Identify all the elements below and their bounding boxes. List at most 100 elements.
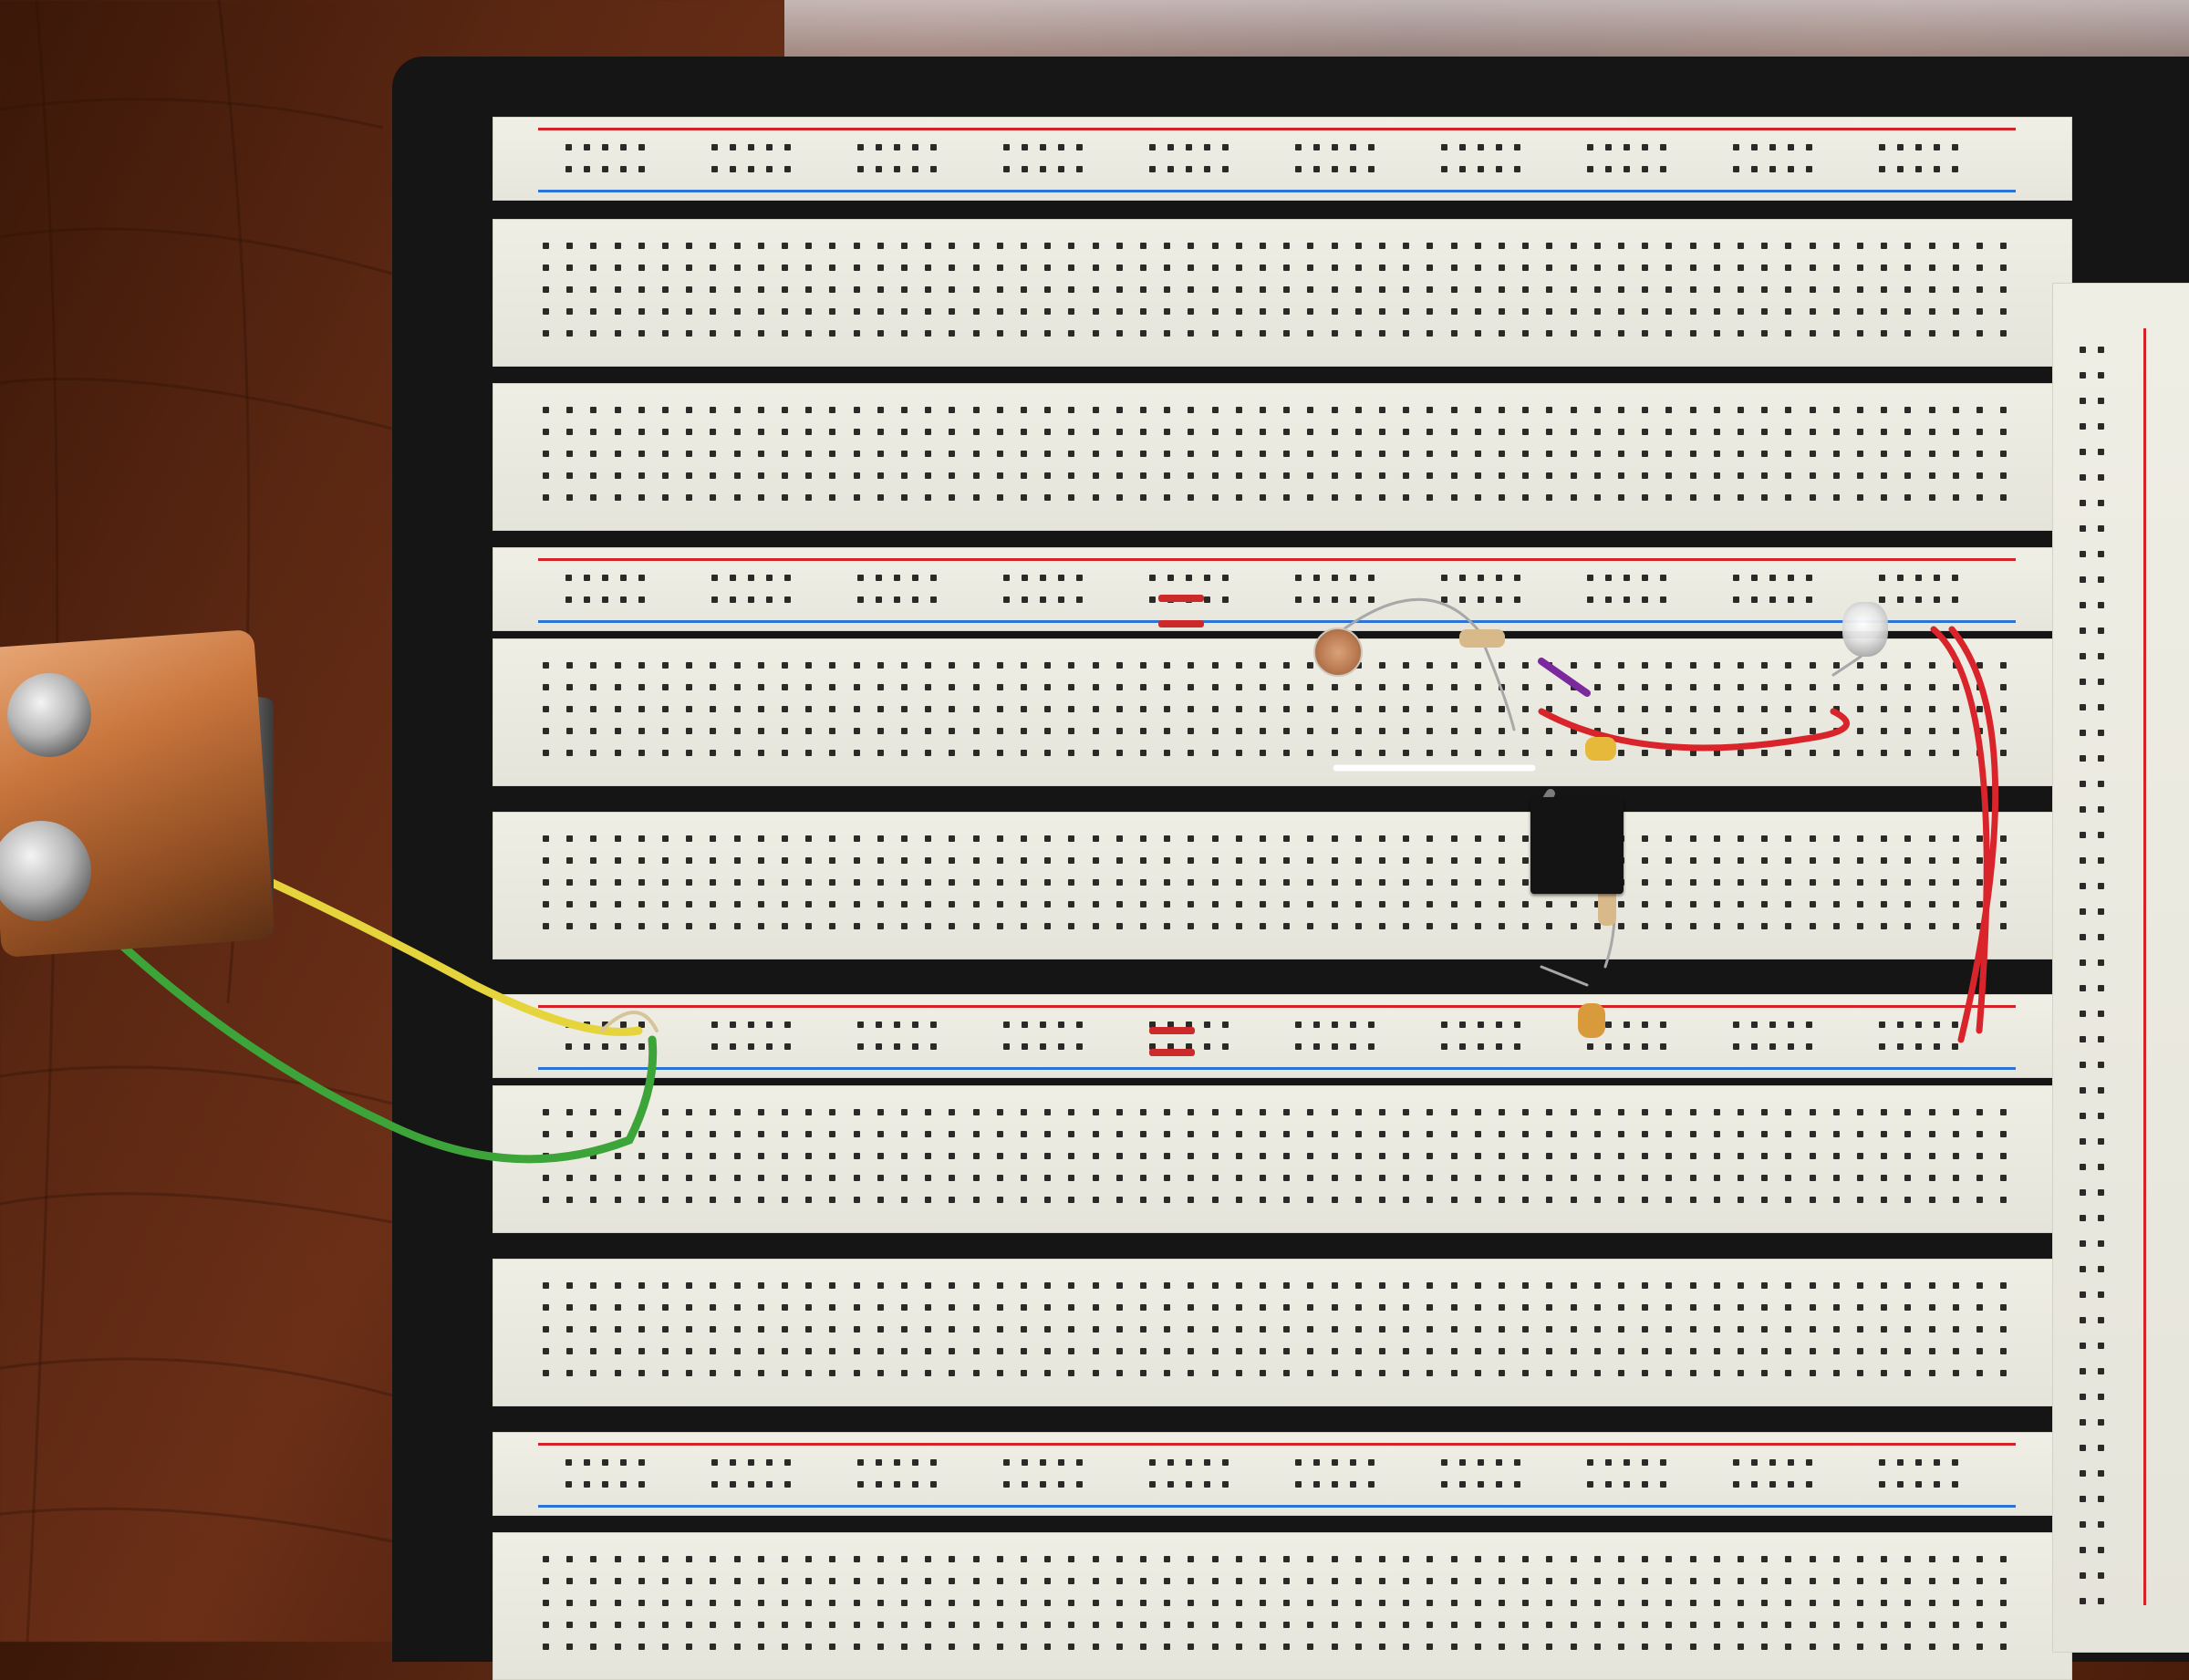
tie-point-hole <box>949 706 956 712</box>
tie-point-hole <box>1546 662 1553 669</box>
tie-point-hole <box>1331 494 1338 501</box>
tie-point-hole <box>925 243 932 249</box>
tie-point-hole <box>1354 857 1362 864</box>
tie-point-hole <box>662 750 669 756</box>
tie-point-hole <box>638 407 645 413</box>
tie-point-hole <box>1570 243 1577 249</box>
tie-point-hole <box>1211 923 1219 929</box>
tie-point-hole <box>853 662 860 669</box>
tie-point-hole <box>1140 451 1146 457</box>
tie-point-hole <box>1689 1131 1696 1137</box>
rail-hole <box>2080 398 2086 404</box>
rail-hole <box>912 144 918 150</box>
tie-point-hole <box>710 1556 717 1562</box>
tie-point-hole <box>1809 706 1816 712</box>
tie-point-hole <box>1499 1304 1505 1311</box>
tie-point-hole <box>1881 429 1888 435</box>
tie-point-hole <box>1211 286 1219 293</box>
tie-point-hole <box>1092 472 1099 479</box>
tie-point-hole <box>733 429 741 435</box>
tie-point-hole <box>901 472 908 479</box>
tie-point-hole <box>1952 901 1959 907</box>
tie-point-hole <box>1379 308 1385 315</box>
tie-point-hole <box>1546 494 1553 501</box>
tie-point-hole <box>1164 1600 1171 1606</box>
tie-point-hole <box>1809 1197 1816 1203</box>
tie-point-hole <box>1928 1578 1935 1584</box>
rail-hole <box>2080 1598 2086 1604</box>
rail-hole <box>638 596 645 603</box>
tie-point-hole <box>543 1370 549 1376</box>
rail-hole <box>1879 596 1885 603</box>
tie-point-hole <box>1044 429 1052 435</box>
rail-hole <box>857 144 864 150</box>
tie-point-hole <box>1235 1304 1242 1311</box>
tie-point-hole <box>1092 1370 1099 1376</box>
tie-point-hole <box>1546 330 1553 337</box>
tie-point-hole <box>1307 1175 1314 1181</box>
tie-point-hole <box>782 308 788 315</box>
tie-point-hole <box>614 243 621 249</box>
rail-hole <box>711 1459 718 1466</box>
tie-point-hole <box>543 1282 549 1289</box>
tie-point-hole <box>1881 750 1888 756</box>
tie-point-hole <box>1260 494 1266 501</box>
tie-point-hole <box>1785 1348 1792 1354</box>
tie-point-hole <box>1331 243 1338 249</box>
tie-point-hole <box>2000 1109 2007 1115</box>
tie-point-hole <box>853 243 860 249</box>
tie-point-hole <box>1881 1304 1888 1311</box>
rail-hole <box>912 1459 918 1466</box>
tie-point-hole <box>853 923 860 929</box>
tie-point-hole <box>1689 1197 1696 1203</box>
tie-point-hole <box>1522 1197 1530 1203</box>
tie-point-hole <box>1092 1175 1099 1181</box>
tie-point-hole <box>710 662 717 669</box>
tie-point-hole <box>2000 1175 2007 1181</box>
rail-hole <box>1295 575 1302 581</box>
tie-point-hole <box>1928 1370 1935 1376</box>
tie-point-hole <box>1738 1326 1744 1333</box>
tie-point-hole <box>1522 1556 1530 1562</box>
tie-point-hole <box>949 1348 956 1354</box>
tie-point-hole <box>1044 1197 1052 1203</box>
tie-point-hole <box>1283 1197 1291 1203</box>
tie-point-hole <box>1379 286 1385 293</box>
tie-point-hole <box>757 451 764 457</box>
rail-hole <box>602 166 608 172</box>
rail-hole <box>1204 575 1210 581</box>
tie-point-hole <box>877 706 884 712</box>
tie-point-hole <box>1235 1622 1242 1628</box>
tie-point-hole <box>1307 1282 1314 1289</box>
tie-point-hole <box>1546 286 1553 293</box>
rail-hole <box>876 575 882 581</box>
rail-hole <box>1368 1481 1375 1488</box>
rail-hole <box>1915 1021 1922 1028</box>
rail-hole <box>1222 1481 1229 1488</box>
tie-point-hole <box>1499 1197 1505 1203</box>
tie-point-hole <box>1881 286 1888 293</box>
tie-point-hole <box>1713 1175 1720 1181</box>
tie-point-hole <box>1115 706 1123 712</box>
tie-point-hole <box>1115 835 1123 842</box>
tie-point-hole <box>1354 1370 1362 1376</box>
tie-point-hole <box>566 1600 574 1606</box>
rail-hole <box>1313 596 1320 603</box>
tie-point-hole <box>996 243 1003 249</box>
tie-point-hole <box>1522 1348 1530 1354</box>
tie-point-hole <box>1522 1109 1530 1115</box>
tie-point-hole <box>1499 494 1505 501</box>
tie-point-hole <box>590 429 597 435</box>
tie-point-hole <box>590 1282 597 1289</box>
tie-point-hole <box>1761 923 1769 929</box>
rail-hole <box>1934 596 1940 603</box>
tie-point-hole <box>1068 1556 1075 1562</box>
tie-point-hole <box>1642 264 1649 271</box>
tie-point-hole <box>1354 879 1362 886</box>
tie-point-hole <box>972 684 980 690</box>
tie-point-hole <box>1665 706 1673 712</box>
tie-point-hole <box>1904 429 1912 435</box>
tie-point-hole <box>782 1175 788 1181</box>
tie-point-hole <box>1761 1326 1769 1333</box>
tie-point-hole <box>686 684 693 690</box>
